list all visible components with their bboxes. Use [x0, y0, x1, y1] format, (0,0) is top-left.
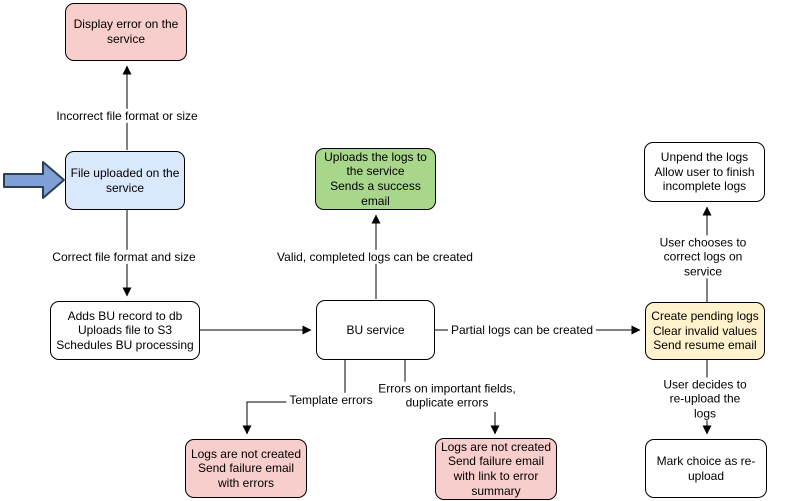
edge-label-valid-complete: Valid, completed logs can be created [274, 249, 476, 265]
edge-label-important-fields: Errors on important fields, duplicate er… [375, 381, 519, 411]
entry-arrow-icon[interactable] [3, 161, 65, 199]
node-bu-service[interactable]: BU service [316, 300, 435, 360]
edge-label-incorrect-format: Incorrect file format or size [53, 108, 201, 124]
edge-label-user-chooses: User chooses to correct logs on service [654, 235, 752, 279]
edge-label-partial-logs: Partial logs can be created [447, 322, 597, 338]
node-create-pending-logs[interactable]: Create pending logs Clear invalid values… [645, 302, 765, 360]
node-unpend-logs[interactable]: Unpend the logs Allow user to finish inc… [644, 142, 765, 202]
edge-label-correct-format: Correct file format and size [49, 249, 199, 265]
node-file-uploaded[interactable]: File uploaded on the service [65, 151, 185, 210]
node-mark-choice-reupload[interactable]: Mark choice as re- upload [645, 439, 767, 498]
node-uploads-logs-success[interactable]: Uploads the logs to the service Sends a … [315, 148, 436, 210]
node-display-error[interactable]: Display error on the service [65, 3, 187, 61]
node-logs-not-created-template[interactable]: Logs are not created Send failure email … [185, 439, 307, 498]
node-adds-bu-record[interactable]: Adds BU record to db Uploads file to S3 … [50, 301, 200, 360]
edge-label-user-decides: User decides to re-upload the logs [657, 377, 753, 421]
node-logs-not-created-fields[interactable]: Logs are not created Send failure email … [435, 438, 557, 500]
edge-label-template-errors: Template errors [286, 392, 376, 408]
